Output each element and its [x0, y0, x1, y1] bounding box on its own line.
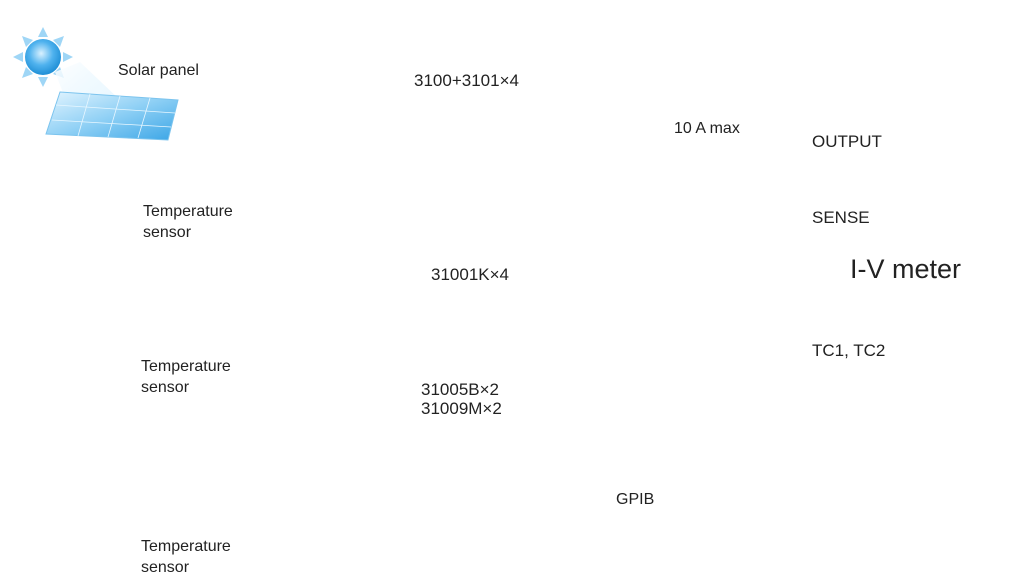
temperature-sensor-label-3: Temperature sensor: [141, 538, 231, 576]
gpib-label: GPIB: [616, 491, 655, 508]
meter-sense-label: SENSE: [812, 208, 870, 227]
solar-panel-icon: [45, 91, 179, 141]
mainframe-label: 3100+3101×4: [414, 71, 519, 90]
solar-panel-label: Solar panel: [118, 62, 199, 79]
meter-tc-label: TC1, TC2: [812, 341, 886, 360]
iv-meter-title: I-V meter: [850, 254, 962, 284]
solar-unit-1: [13, 27, 179, 141]
temperature-sensor-label-2: Temperature sensor: [141, 358, 231, 396]
temperature-sensor-label-1: Temperature sensor: [143, 203, 233, 241]
card-31001k-label: 31001K×4: [431, 265, 509, 284]
card-31005b-label: 31005B×2: [421, 380, 499, 399]
meter-output-label: OUTPUT: [812, 132, 882, 151]
card-31009m-label: 31009M×2: [421, 399, 502, 418]
current-limit-label: 10 A max: [674, 120, 740, 137]
